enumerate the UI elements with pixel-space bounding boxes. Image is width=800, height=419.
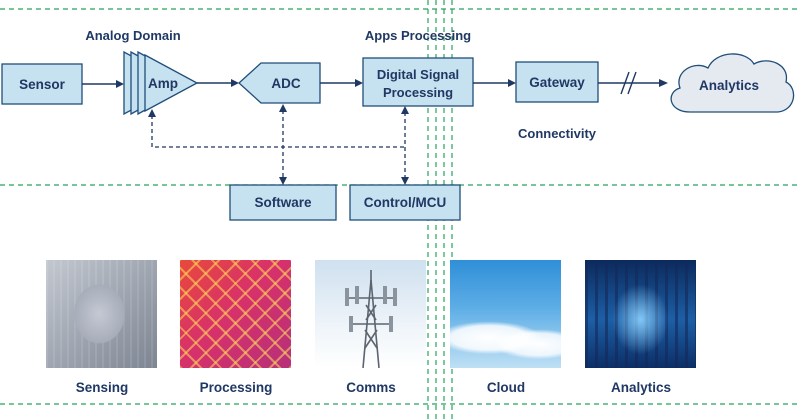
- amp-block: Amp: [123, 50, 199, 116]
- sensing-caption: Sensing: [75, 380, 129, 395]
- processing-caption: Processing: [199, 380, 273, 395]
- control-paths: [148, 104, 409, 185]
- software-label: Software: [254, 195, 312, 210]
- adc-block: ADC: [238, 62, 321, 104]
- sensor-label: Sensor: [19, 77, 66, 92]
- gateway-label: Gateway: [529, 75, 585, 90]
- control-mcu-label: Control/MCU: [364, 195, 446, 210]
- analog-domain-label: Analog Domain: [85, 28, 180, 43]
- processing-photo: [180, 260, 291, 368]
- dsp-label-line2: Processing: [383, 85, 453, 100]
- dsp-block: Digital Signal Processing: [362, 57, 474, 107]
- amp-label: Amp: [148, 76, 178, 91]
- adc-label: ADC: [271, 76, 300, 91]
- analytics-caption: Analytics: [610, 380, 672, 395]
- dsp-label-line1: Digital Signal: [377, 67, 459, 82]
- sensing-photo: [46, 260, 157, 368]
- cloud-caption: Cloud: [486, 380, 526, 395]
- analytics-cloud: Analytics: [670, 53, 795, 113]
- signal-arrows: [82, 71, 668, 95]
- gateway-block: Gateway: [515, 61, 599, 103]
- sensor-block: Sensor: [1, 63, 83, 105]
- comms-caption: Comms: [346, 380, 396, 395]
- analytics-cloud-label: Analytics: [699, 78, 759, 93]
- analytics-photo: [585, 260, 696, 368]
- software-block: Software: [229, 184, 337, 221]
- cell-tower-icon: [345, 270, 397, 368]
- apps-processing-label: Apps Processing: [365, 28, 471, 43]
- control-mcu-block: Control/MCU: [349, 184, 461, 221]
- connectivity-label: Connectivity: [518, 126, 597, 141]
- comms-photo: [315, 260, 426, 368]
- cloud-photo: [450, 260, 561, 368]
